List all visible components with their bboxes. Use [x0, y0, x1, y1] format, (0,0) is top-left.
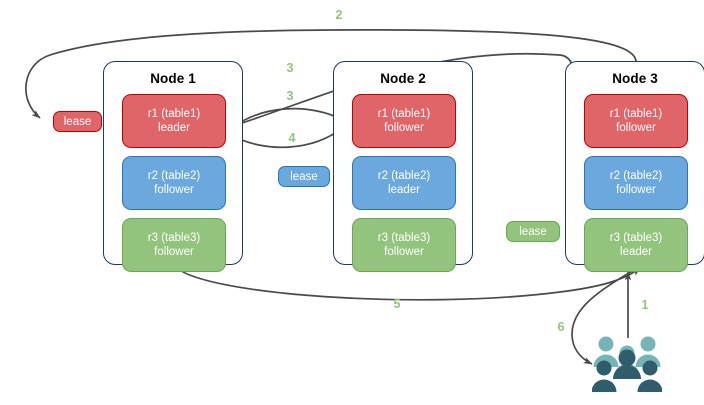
step-label-4: 4 [288, 131, 296, 145]
replica-name: r3 (table3) [609, 232, 663, 244]
lease-label: lease [519, 225, 547, 238]
lease-label: lease [63, 115, 92, 128]
replica-role: follower [616, 184, 656, 196]
node-box-node-1[interactable]: Node 1 r1 (table1) leader r2 (table2) fo… [103, 61, 243, 272]
node-title: Node 1 [150, 71, 196, 86]
replica-name: r3 (table3) [147, 232, 201, 244]
step-label-3a: 3 [286, 61, 294, 75]
replica-role: follower [384, 122, 424, 134]
replica-role: follower [154, 246, 194, 258]
replica-n3-r1[interactable]: r1 (table1) follower [584, 94, 688, 148]
step-label-6: 6 [557, 320, 565, 334]
node-box-node-3[interactable]: Node 3 r1 (table1) follower r2 (table2) … [565, 61, 704, 272]
replica-role: follower [616, 122, 656, 134]
replica-n1-r2[interactable]: r2 (table2) follower [122, 156, 226, 210]
step-label-1: 1 [641, 298, 649, 312]
node-title: Node 2 [380, 71, 426, 86]
replica-n1-r1[interactable]: r1 (table1) leader [122, 94, 226, 148]
step-label-2: 2 [335, 8, 343, 22]
lease-chip-r2[interactable]: lease [278, 166, 330, 187]
step-label-5: 5 [393, 297, 401, 311]
replica-name: r1 (table1) [377, 108, 431, 120]
lease-chip-r1[interactable]: lease [53, 111, 102, 132]
lease-chip-r3[interactable]: lease [506, 221, 560, 242]
replica-n2-r2[interactable]: r2 (table2) leader [352, 156, 456, 210]
replica-name: r2 (table2) [147, 170, 201, 182]
replica-n2-r3[interactable]: r3 (table3) follower [352, 218, 456, 272]
node-title: Node 3 [612, 71, 658, 86]
replica-name: r1 (table1) [147, 108, 201, 120]
users-icon [592, 336, 662, 392]
node-box-node-2[interactable]: Node 2 r1 (table1) follower r2 (table2) … [333, 61, 473, 272]
step-label-3b: 3 [286, 89, 294, 103]
arrow-step-3-lower [228, 107, 344, 131]
replica-name: r3 (table3) [377, 232, 431, 244]
replica-n3-r2[interactable]: r2 (table2) follower [584, 156, 688, 210]
replica-name: r2 (table2) [609, 170, 663, 182]
replica-n2-r1[interactable]: r1 (table1) follower [352, 94, 456, 148]
replica-role: leader [388, 184, 420, 196]
replica-n3-r3[interactable]: r3 (table3) leader [584, 218, 688, 272]
replica-n1-r3[interactable]: r3 (table3) follower [122, 218, 226, 272]
replica-role: leader [620, 246, 652, 258]
lease-label: lease [290, 170, 318, 183]
replica-role: leader [158, 122, 190, 134]
replica-role: follower [154, 184, 194, 196]
replica-role: follower [384, 246, 424, 258]
replica-name: r1 (table1) [609, 108, 663, 120]
replica-name: r2 (table2) [377, 170, 431, 182]
